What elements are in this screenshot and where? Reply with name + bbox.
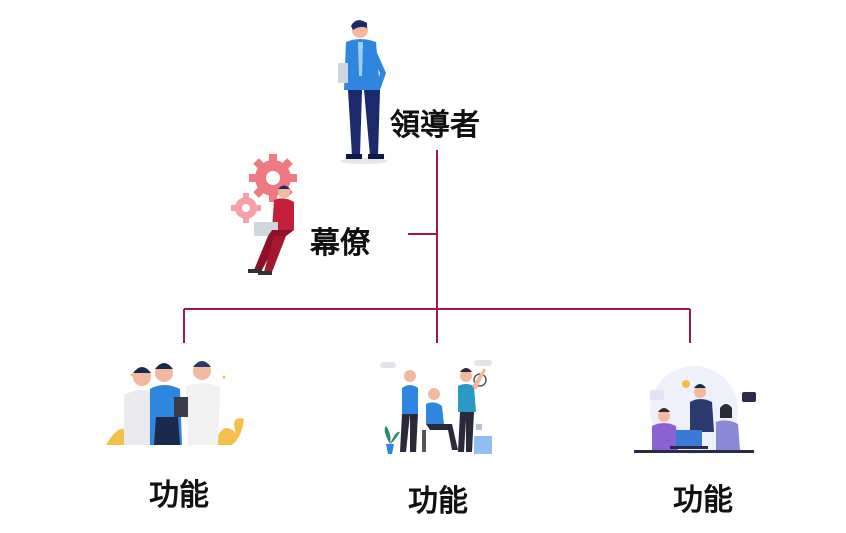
- function-label-3: 功能: [673, 483, 733, 518]
- leader-label: 領導者: [390, 108, 480, 143]
- businessman-icon: [338, 20, 388, 164]
- staff-label: 幕僚: [310, 226, 370, 261]
- function-label-1: 功能: [149, 478, 209, 513]
- team-collaboration-icon: [106, 361, 244, 445]
- laptop-team-icon: [634, 366, 756, 454]
- team-meeting-icon: [380, 360, 492, 454]
- function-label-2: 功能: [408, 484, 468, 519]
- gear-worker-icon: [231, 154, 297, 275]
